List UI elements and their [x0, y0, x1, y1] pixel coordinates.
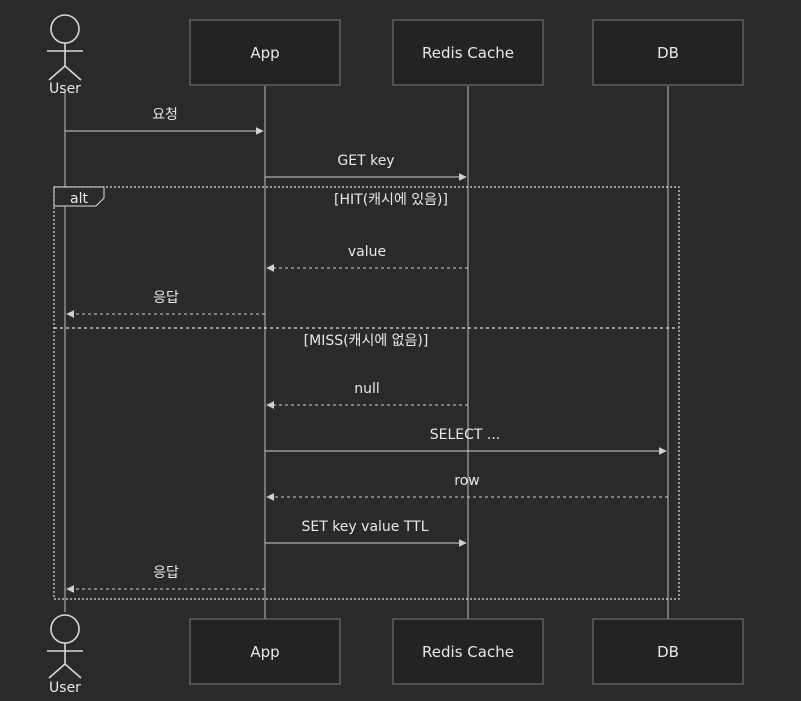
participant-app-bottom: App — [189, 618, 341, 685]
participant-db-top: DB — [592, 19, 744, 86]
participant-box — [189, 618, 341, 685]
message-label: SELECT ... — [430, 427, 501, 443]
participant-box — [592, 19, 744, 86]
message-label: row — [454, 473, 479, 489]
message-4: 응답 — [66, 290, 265, 318]
alt-condition-miss: [MISS(캐시에 없음)] — [304, 333, 429, 349]
participant-box — [392, 19, 544, 86]
alt-keyword: alt — [70, 191, 88, 207]
message-7: row — [266, 473, 668, 501]
message-5: null — [266, 381, 468, 409]
message-3: value — [266, 244, 468, 272]
participant-label: User — [49, 81, 81, 97]
actor-user-bottom: User — [47, 614, 83, 696]
participant-label: Redis Cache — [422, 643, 514, 661]
participant-db-bottom: DB — [592, 618, 744, 685]
actor-head — [50, 614, 80, 644]
participant-app-top: App — [189, 19, 341, 86]
message-label: 요청 — [152, 107, 178, 123]
message-8: SET key value TTL — [265, 519, 467, 547]
actor-user-top: User — [47, 14, 83, 97]
alt-frame — [53, 186, 680, 600]
message-label: value — [348, 244, 386, 260]
participant-box — [392, 618, 544, 685]
alt-fragment: alt [HIT(캐시에 있음)] [MISS(캐시에 없음)] — [53, 186, 680, 600]
message-9: 응답 — [66, 565, 265, 593]
participant-box — [189, 19, 341, 86]
message-6: SELECT ... — [265, 427, 667, 455]
message-label: GET key — [337, 153, 394, 169]
alt-condition-hit: [HIT(캐시에 있음)] — [334, 192, 448, 208]
actor-leg-right — [64, 65, 82, 81]
participant-label: Redis Cache — [422, 44, 514, 62]
message-label: SET key value TTL — [301, 519, 428, 535]
actor-leg-left — [48, 663, 66, 679]
participant-label: App — [250, 643, 279, 661]
message-label: null — [354, 381, 380, 397]
participant-label: DB — [657, 643, 679, 661]
participant-redis-top: Redis Cache — [392, 19, 544, 86]
message-1: 요청 — [65, 107, 264, 135]
participant-label: User — [49, 680, 81, 696]
message-label: 응답 — [153, 565, 179, 581]
participant-redis-bottom: Redis Cache — [392, 618, 544, 685]
alt-keyword-tab — [53, 186, 105, 207]
participant-box — [592, 618, 744, 685]
participant-label: DB — [657, 44, 679, 62]
participant-label: App — [250, 44, 279, 62]
message-label: 응답 — [153, 290, 179, 306]
actor-leg-right — [64, 663, 82, 679]
actor-head — [50, 14, 80, 44]
actor-leg-left — [48, 65, 66, 81]
message-2: GET key — [265, 153, 467, 181]
